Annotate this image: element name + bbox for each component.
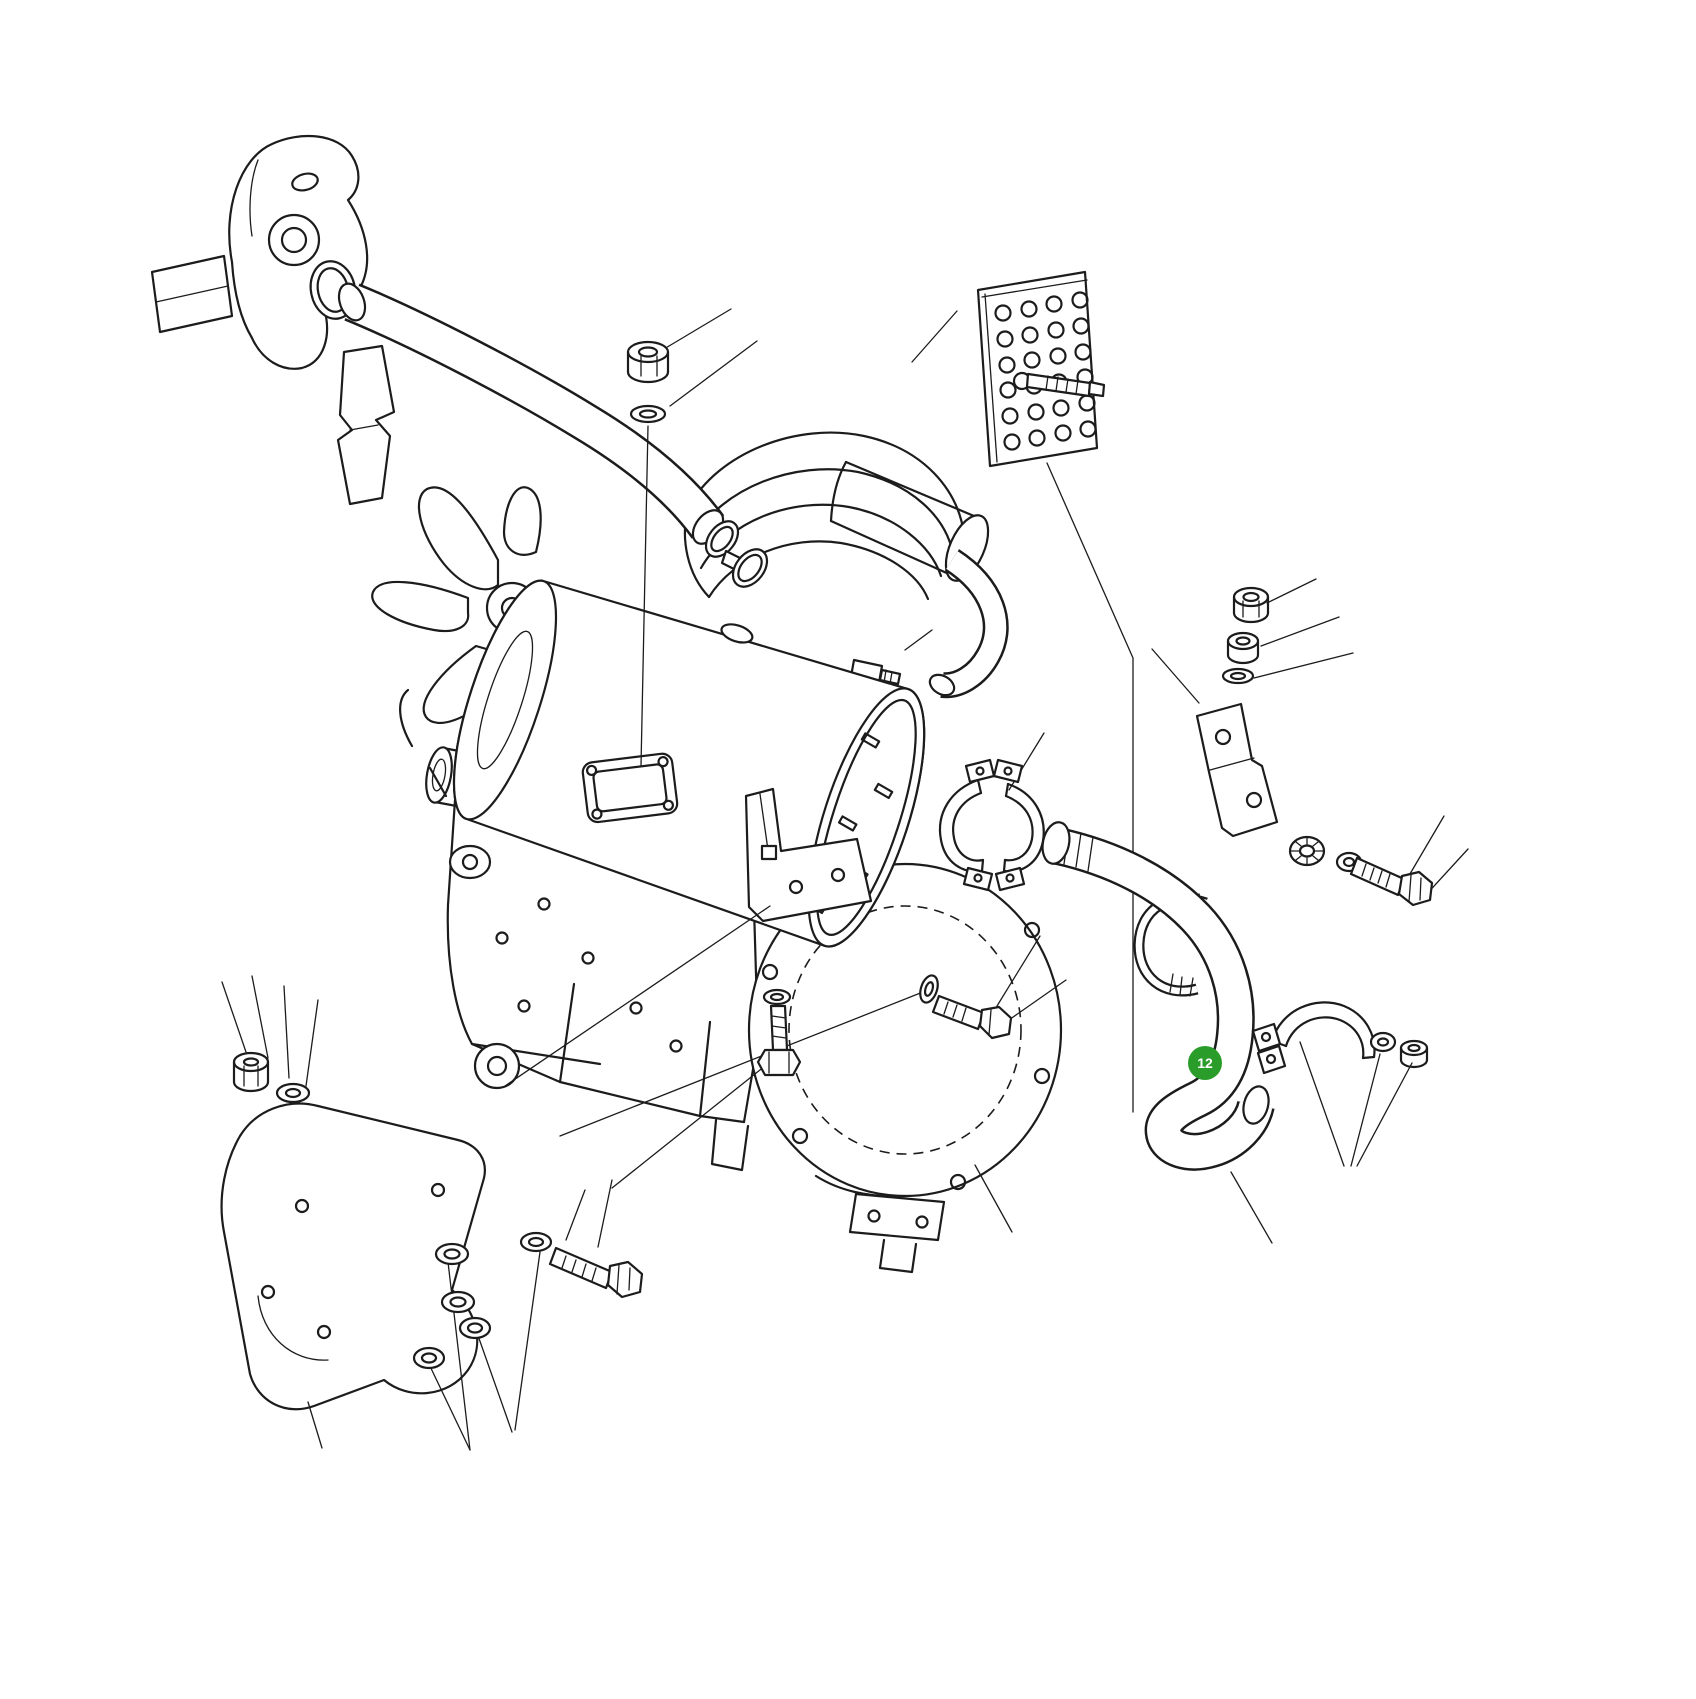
flat-washer-guard-1 [519, 1231, 553, 1253]
gasket [581, 752, 679, 824]
hex-nut-bottom-left [232, 1051, 270, 1093]
flat-washer-flywheel [919, 974, 939, 1004]
callout-12[interactable]: 12 [1188, 1046, 1222, 1080]
heat-shield-stud [1012, 371, 1106, 398]
callout-12-circle[interactable] [1188, 1046, 1222, 1080]
cylinder-fins [683, 431, 966, 601]
flat-washer-top [629, 404, 667, 424]
engine-block [399, 688, 760, 1172]
mounting-bracket [150, 134, 396, 506]
bottom-left-fasteners [232, 1051, 644, 1370]
right-fastener-column [1195, 586, 1434, 907]
lock-washer [1288, 835, 1326, 867]
flat-washer-guard-3 [440, 1290, 476, 1314]
elbow-hose [928, 549, 1009, 699]
hex-bolt-guard [548, 1246, 644, 1299]
hex-nut-rear [1399, 1039, 1429, 1069]
tailpipe [1041, 821, 1275, 1171]
hex-bolt-right [1349, 856, 1434, 907]
leader-lines [221, 308, 1469, 1451]
flat-washer-guard-2 [434, 1242, 470, 1266]
seal-ring [704, 520, 740, 558]
flat-washer-bottom-bolt [762, 988, 792, 1006]
rear-clamp [1251, 1001, 1376, 1075]
flat-washer-bottom-left [275, 1082, 311, 1104]
support-bracket [1195, 702, 1279, 838]
flat-washer-rear [1369, 1031, 1397, 1053]
misc-bolts [756, 974, 1013, 1077]
hex-bolt-bottom [756, 1004, 802, 1077]
pipe-clamp [938, 758, 1045, 892]
callout-12-label: 12 [1197, 1055, 1213, 1071]
muffler-bracket [744, 787, 873, 923]
flat-washer-right [1221, 667, 1255, 685]
hex-nut-right-1 [1232, 586, 1270, 624]
hex-bolt-flywheel [931, 994, 1013, 1040]
heat-shield [976, 270, 1106, 468]
hex-nut-top [626, 340, 670, 384]
muffler [452, 579, 926, 948]
seal-ring-2 [731, 548, 769, 588]
flat-washer-guard-5 [458, 1316, 492, 1340]
flat-washer-guard-4 [412, 1346, 446, 1370]
front-exhaust-pipe [337, 282, 769, 588]
hex-nut-right-2 [1226, 631, 1260, 665]
